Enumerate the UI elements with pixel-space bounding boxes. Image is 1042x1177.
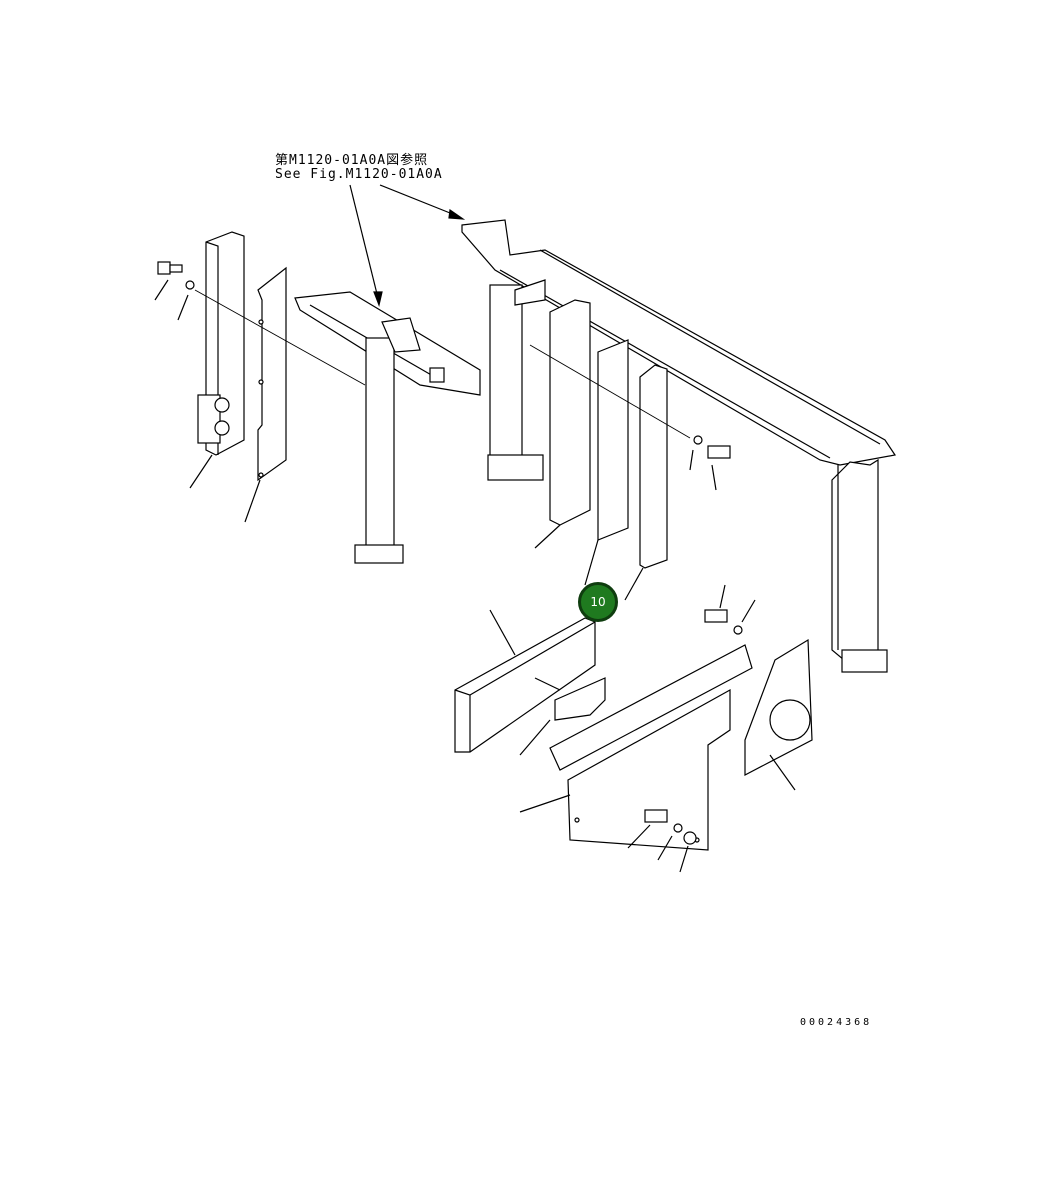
right-bolt-upper [689,435,731,491]
part-callout-10[interactable]: 10 [578,582,618,622]
lower-block-part [454,617,596,753]
leader-lines [189,454,796,873]
left-bolt [154,261,366,386]
right-post [831,458,888,673]
lower-plate-small [554,677,606,721]
lower-right-plate [744,638,813,776]
lower-angle-part [549,644,753,851]
reference-arrows [349,184,466,308]
upper-frame [461,219,897,481]
vertical-bars [529,299,691,569]
reference-note-japanese: 第M1120-01A0A図参照 [275,153,429,168]
left-block-part [197,231,245,456]
left-plate-part [257,266,287,482]
center-stand [294,291,481,564]
reference-note-english: See Fig.M1120-01A0A [275,167,443,182]
drawing-number: 00024368 [800,1017,873,1028]
lower-bolts [644,609,743,845]
